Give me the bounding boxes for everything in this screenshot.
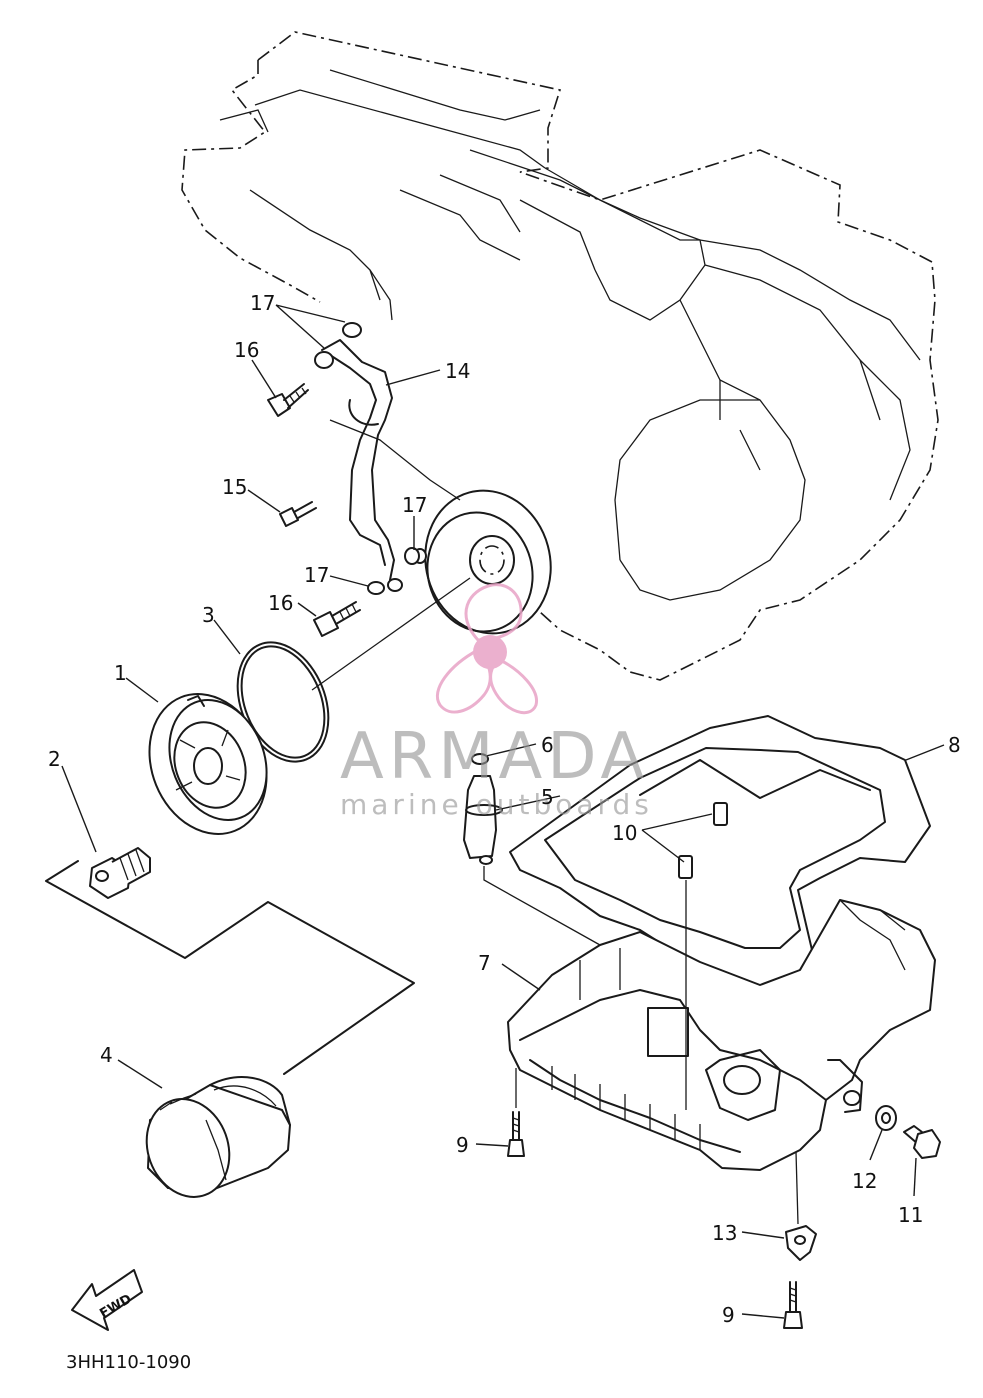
drain-gasket-12 (875, 1105, 897, 1131)
callout-15: 15 (222, 475, 247, 499)
assembly-bracket (45, 860, 415, 1075)
callout-6: 6 (541, 733, 554, 757)
watermark-brand: ARMADA (340, 720, 649, 794)
callout-14: 14 (445, 359, 470, 383)
leader-lines (61, 304, 945, 1319)
callout-13: 13 (712, 1221, 737, 1245)
callout-3: 3 (202, 603, 215, 627)
callout-17: 17 (250, 291, 275, 315)
callout-10: 10 (612, 821, 637, 845)
union-bolt-2 (89, 847, 151, 899)
callout-5: 5 (541, 785, 554, 809)
callout-11: 11 (898, 1203, 923, 1227)
oil-strainer (463, 753, 601, 946)
drain-bolt-11 (903, 1125, 941, 1159)
pan-bolt-9-left (507, 1068, 525, 1157)
callout-9: 9 (456, 1133, 469, 1157)
oil-filter-cover (148, 693, 268, 835)
propeller-logo (435, 583, 538, 715)
oil-filter-cartridge (145, 1076, 291, 1198)
callout-labels: 17 16 14 15 17 17 16 3 1 2 4 6 5 8 10 7 … (48, 291, 961, 1327)
callout-12: 12 (852, 1169, 877, 1193)
callout-7: 7 (478, 951, 491, 975)
callout-8: 8 (948, 733, 961, 757)
filter-mount-boss (424, 489, 552, 635)
callout-1: 1 (114, 661, 127, 685)
oil-pan-gasket (509, 715, 931, 989)
engine-outline (181, 31, 939, 681)
callout-17: 17 (304, 563, 329, 587)
diagram-code: 3HH110-1090 (66, 1352, 191, 1373)
alignment-line (311, 577, 471, 691)
union-bolt-16-bottom (313, 601, 361, 637)
callout-9: 9 (722, 1303, 735, 1327)
watermark-tagline: marine outboards (340, 788, 653, 821)
bolt-15 (279, 501, 317, 527)
oil-pan (507, 899, 936, 1171)
watermark: ARMADA marine outboards (340, 583, 653, 821)
callout-2: 2 (48, 747, 61, 771)
copper-washers-17 (367, 547, 420, 595)
callout-16: 16 (234, 338, 259, 362)
union-bolt-16-top (267, 383, 309, 417)
callout-4: 4 (100, 1043, 113, 1067)
callout-16: 16 (268, 591, 293, 615)
fwd-direction-arrow: FWD (71, 1269, 143, 1331)
pan-bolt-9-bottom (783, 1281, 803, 1329)
callout-17: 17 (402, 493, 427, 517)
bracket-13 (785, 1151, 817, 1261)
